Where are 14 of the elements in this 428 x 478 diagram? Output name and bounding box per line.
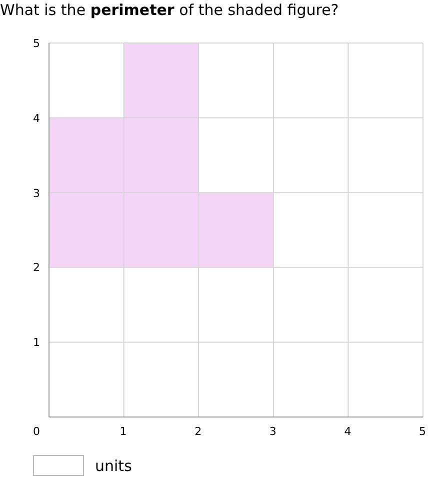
x-tick-label: 1 [120, 425, 127, 438]
y-tick-label: 4 [33, 112, 40, 125]
x-tick-label: 3 [269, 425, 276, 438]
unit-label: units [95, 457, 132, 475]
x-tick-label: 5 [419, 425, 426, 438]
x-tick-label: 0 [33, 425, 40, 438]
y-tick-label: 2 [33, 261, 40, 274]
y-tick-label: 5 [33, 37, 40, 50]
shaded-figure [49, 43, 274, 268]
x-tick-label: 4 [344, 425, 352, 438]
question-text: What is the perimeter of the shaded figure? [0, 0, 339, 20]
y-tick-label: 3 [33, 186, 40, 200]
y-tick-label: 1 [33, 336, 40, 350]
x-tick-label: 2 [194, 425, 202, 438]
